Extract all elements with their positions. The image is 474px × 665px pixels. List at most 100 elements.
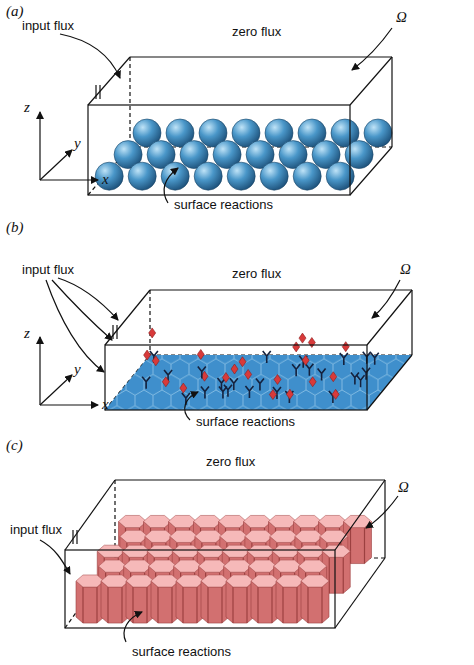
axis-arrow xyxy=(40,179,98,180)
cell-top xyxy=(151,575,179,587)
leader-arrow xyxy=(60,34,120,78)
cell-top xyxy=(276,575,304,587)
panel-label: (b) xyxy=(6,220,24,235)
cell-top xyxy=(319,515,347,527)
cell-top xyxy=(170,530,198,542)
ligand xyxy=(299,333,306,343)
annotation: input flux xyxy=(22,262,74,277)
cell-top xyxy=(247,545,275,557)
ligand xyxy=(180,383,187,393)
axis-label: y xyxy=(74,136,81,151)
receptor xyxy=(351,372,359,384)
sphere xyxy=(345,141,373,169)
box-edge xyxy=(115,479,385,480)
box-edge xyxy=(411,290,412,355)
leader-arrow xyxy=(58,278,118,320)
ligand xyxy=(144,350,151,360)
ligand xyxy=(274,374,281,384)
sphere xyxy=(227,162,255,190)
cell-top xyxy=(295,530,323,542)
prism-edge xyxy=(207,587,208,623)
inlet-mark xyxy=(95,85,96,99)
ligand xyxy=(245,369,252,379)
cell-top xyxy=(322,545,350,557)
inlet-mark xyxy=(72,530,73,544)
receptor xyxy=(256,378,264,390)
receptor xyxy=(198,366,206,378)
receptor xyxy=(263,351,271,363)
axis-label: x xyxy=(102,172,109,187)
ligand xyxy=(308,338,315,348)
prism-edge xyxy=(96,587,97,623)
ligand xyxy=(231,364,238,374)
cell-top xyxy=(194,515,222,527)
cell-top xyxy=(249,560,277,572)
cell-top xyxy=(120,530,148,542)
prism-edge xyxy=(146,587,147,623)
receptor xyxy=(142,377,150,389)
prism-edge xyxy=(232,587,233,623)
cell-top xyxy=(222,545,250,557)
ligand xyxy=(332,389,339,399)
axis-label: y xyxy=(74,362,81,377)
box-edge xyxy=(350,57,392,105)
sphere xyxy=(260,162,288,190)
prism-edge xyxy=(82,587,83,623)
prism-edge xyxy=(282,587,283,623)
prism-edge xyxy=(321,587,322,623)
prism-edge xyxy=(307,587,308,623)
prism-edge xyxy=(271,587,272,623)
prism-edge xyxy=(121,587,122,623)
domain-symbol: Ω xyxy=(396,10,407,25)
receptor xyxy=(357,375,365,387)
annotation: input flux xyxy=(22,18,74,33)
ligand xyxy=(162,377,169,387)
cell-top xyxy=(224,560,252,572)
ligand xyxy=(152,356,159,366)
inlet-mark xyxy=(116,325,117,339)
prism-edge xyxy=(107,587,108,623)
axis-arrow xyxy=(39,112,40,180)
receptor xyxy=(292,364,300,376)
cell-top xyxy=(99,560,127,572)
ligand xyxy=(342,342,349,352)
annotation: surface reactions xyxy=(196,414,295,429)
cell-top xyxy=(299,560,327,572)
annotation: zero flux xyxy=(206,454,255,469)
cell-top xyxy=(272,545,300,557)
receptor xyxy=(371,353,379,365)
cell-top xyxy=(344,515,372,527)
leader-arrow xyxy=(372,280,400,318)
sphere xyxy=(293,162,321,190)
cell-top xyxy=(76,575,104,587)
leader-arrow xyxy=(46,280,104,372)
cell-top xyxy=(197,545,225,557)
receptor xyxy=(201,387,209,399)
prism-edge xyxy=(296,587,297,623)
ligand xyxy=(149,328,156,338)
sphere xyxy=(194,162,222,190)
annotation: surface reactions xyxy=(174,197,273,212)
prism-edge xyxy=(221,587,222,623)
sphere xyxy=(95,162,123,190)
box-edge xyxy=(150,289,412,290)
leader-arrow xyxy=(124,612,142,642)
cell-top xyxy=(174,560,202,572)
cell-top xyxy=(126,575,154,587)
box-edge xyxy=(350,147,392,195)
cell-top xyxy=(169,515,197,527)
prism-edge xyxy=(343,557,344,593)
receptor xyxy=(305,364,313,376)
cell-top xyxy=(195,530,223,542)
receptor xyxy=(245,386,253,398)
cell-layer xyxy=(105,355,412,410)
ligand xyxy=(222,373,229,383)
box-edge xyxy=(88,57,130,105)
leader-arrow xyxy=(352,28,392,70)
cell-top xyxy=(201,575,229,587)
hidden-edge xyxy=(129,57,130,147)
cell-top xyxy=(245,530,273,542)
cell-top xyxy=(97,545,125,557)
annotation: zero flux xyxy=(232,24,281,39)
